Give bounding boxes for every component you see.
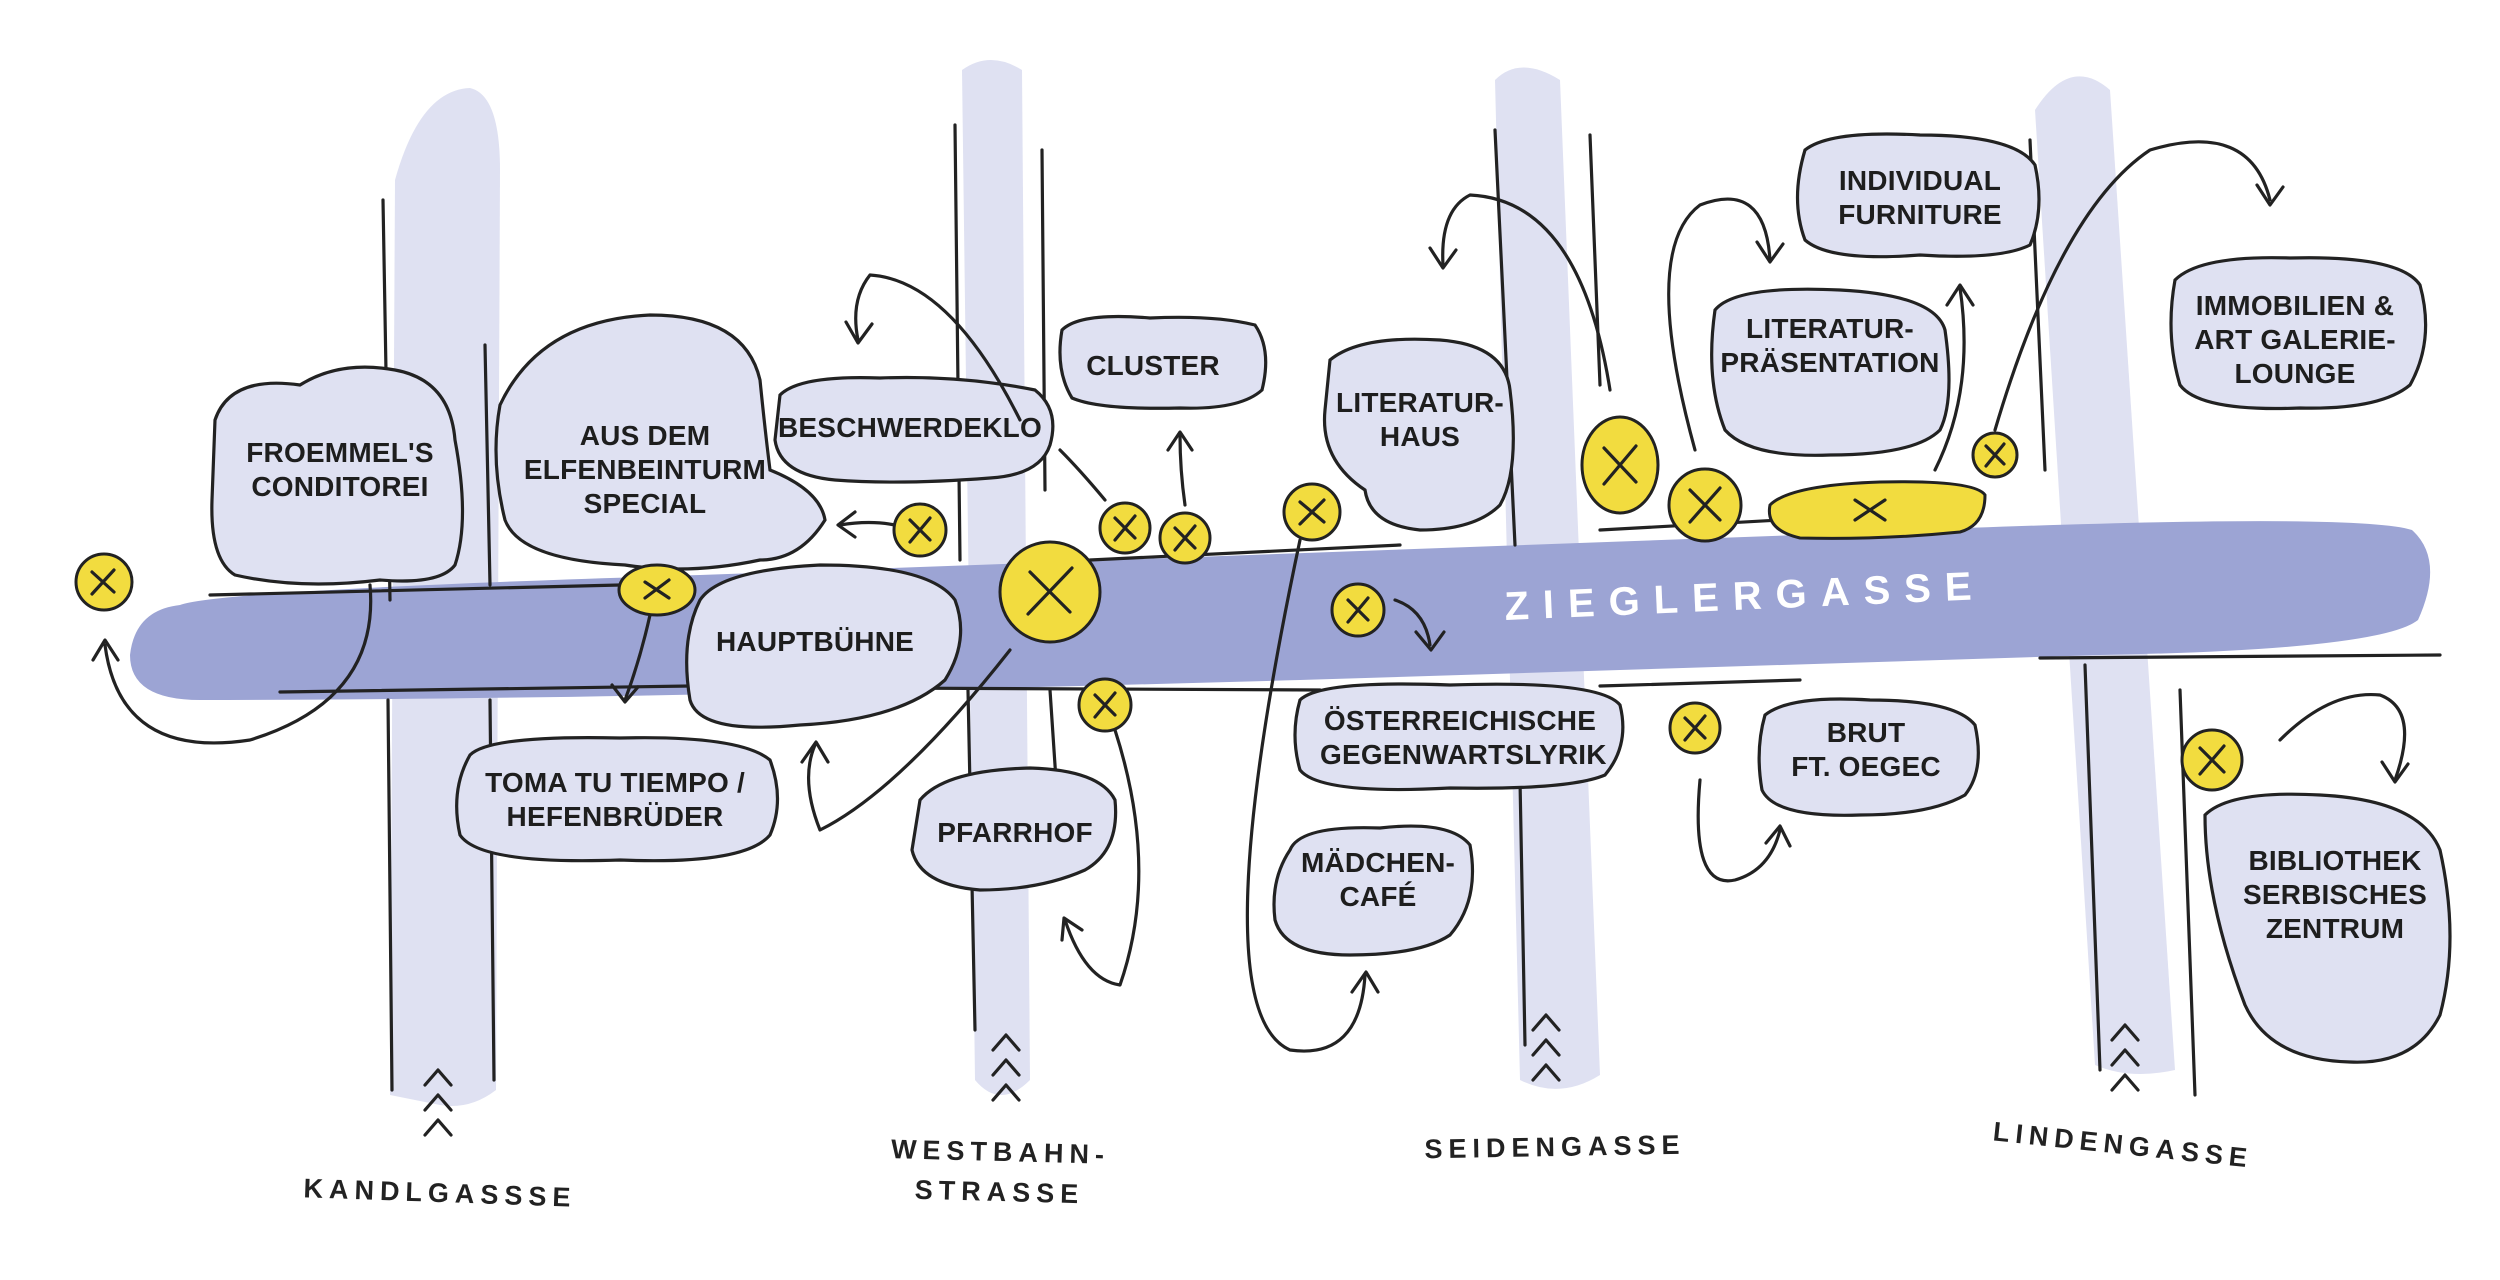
zieglergasse-bottom-line [278,684,692,694]
x-marker-icon[interactable] [998,540,1102,644]
venue-label-toma[interactable]: TOMA TU TIEMPO / HEFENBRÜDER [485,767,745,832]
arrow-head-11 [1755,240,1785,264]
arrow-marker-to-hauptbuehne [807,648,1012,832]
zieglergasse-top-line [208,583,622,597]
arrow-head-14 [1764,824,1792,848]
lindengasse-left-line-lower [2083,663,2102,1072]
zieglergasse-top-line-2 [1088,543,1402,562]
street-label-seidengasse: SEIDENGASSE [1424,1129,1686,1165]
x-marker-icon[interactable] [1098,501,1152,555]
arrow-head-2 [610,683,640,704]
kandlgasse-right-line [483,343,492,587]
elfenbeinturm-shape[interactable] [494,313,827,571]
arrow-head-9 [1350,970,1380,994]
x-marker-icon[interactable] [1971,431,2019,479]
arrow-head-8 [1414,630,1446,652]
arrow-marker-to-lyrik [1393,598,1432,647]
toma-shape[interactable] [455,736,780,863]
arrow-beschwerdeklo-loop [854,273,1022,422]
venue-label-beschwerdeklo[interactable]: BESCHWERDEKLO [778,412,1042,443]
street-label-westbahnstrasse: WESTBAHN- STRASSE [890,1134,1111,1210]
venue-label-maedchencafe[interactable]: MÄDCHEN- CAFÉ [1300,847,1456,912]
arrow-head-13 [2255,183,2285,207]
chevron-up-icon [1531,1013,1561,1082]
venue-label-bibliothek[interactable]: BIBLIOTHEK SERBISCHES ZENTRUM [2242,845,2428,944]
arrow-marker-to-pfarrhof [1063,728,1141,987]
venue-label-pfarrhof[interactable]: PFARRHOF [937,817,1093,848]
x-marker-icon[interactable] [74,552,134,612]
arrow-head-7 [1060,916,1084,942]
chevron-up-icon [423,1068,453,1137]
brut-shape[interactable] [1757,697,1980,817]
arrow-head-1 [91,638,120,662]
x-marker-icon[interactable] [1668,701,1722,755]
chevron-up-icon [991,1033,1021,1102]
arrow-froemmels-to-left [103,583,373,745]
venue-shapes [210,132,2452,1064]
arrow-marker-to-immobilien [1993,140,2272,432]
venue-label-literaturpraesentation[interactable]: LITERATUR- PRÄSENTATION [1720,313,1940,378]
venue-label-brut[interactable]: BRUT FT. OEGEC [1791,717,1941,782]
x-marker-icon[interactable] [1580,415,1660,515]
venue-label-froemmels[interactable]: FROEMMEL'S CONDITOREI [246,437,434,502]
arrow-marker-to-cluster [1178,433,1187,507]
arrow-marker-to-individual [1933,286,1966,472]
arrow-head-3 [836,510,857,539]
zieglergasse-bottom-line-4 [2038,653,2442,660]
venue-label-gegenwartslyrik[interactable]: ÖSTERREICHISCHE GEGENWARTSLYRIK [1320,705,1607,770]
direction-chevrons [423,1013,2140,1137]
arrow-head-6 [1166,430,1194,452]
maedchencafe-shape[interactable] [1272,824,1475,957]
arrow-marker-to-toma [623,613,652,702]
kandlgasse-left-line-lower [386,698,394,1092]
arrow-cluster-link [1058,448,1107,502]
x-marker-icon[interactable] [1667,467,1743,543]
venue-label-immobilien[interactable]: IMMOBILIEN & ART GALERIE- LOUNGE [2194,290,2396,389]
arrows [91,140,2410,1053]
x-marker-icon[interactable] [1158,511,1212,565]
x-marker-icon[interactable] [892,502,948,558]
markers [74,415,2244,792]
x-marker-icon[interactable] [1767,480,1987,540]
arrow-head-12 [1945,283,1975,307]
westbahn-left-line [953,123,962,562]
chevron-up-icon [2110,1023,2140,1092]
literaturhaus-shape[interactable] [1322,337,1515,532]
arrow-head-5 [844,320,874,345]
zieglergasse-bottom-line-3 [1598,678,1802,688]
venue-label-hauptbuehne[interactable]: HAUPTBÜHNE [716,626,914,657]
venue-label-individual[interactable]: INDIVIDUAL FURNITURE [1838,165,2002,230]
immobilien-shape[interactable] [2169,256,2428,411]
arrow-marker-to-maedchencafe [1245,538,1367,1053]
arrow-head-4 [800,740,830,764]
arrow-marker-to-elfenbeinturm [838,520,897,527]
individual-shape[interactable] [1795,132,2041,259]
arrow-head-10 [1428,246,1458,270]
seidengasse-left-line-lower [1518,778,1527,1047]
cluster-shape[interactable] [1058,314,1268,410]
bibliothek-shape[interactable] [2203,792,2452,1064]
seidengasse-right-line [1588,133,1602,387]
x-marker-icon[interactable] [2180,728,2244,792]
x-marker-icon[interactable] [617,563,697,617]
venue-label-elfenbeinturm[interactable]: AUS DEM ELFENBEINTURM SPECIAL [523,420,767,519]
venue-label-cluster[interactable]: CLUSTER [1086,350,1220,381]
x-marker-icon[interactable] [1077,677,1133,733]
beschwerdeklo-shape[interactable] [773,375,1055,484]
x-marker-icon[interactable] [1330,582,1386,638]
arrow-marker-to-literaturpraesentation [1667,197,1772,452]
x-marker-icon[interactable] [1282,482,1342,542]
venue-label-literaturhaus[interactable]: LITERATUR- HAUS [1336,387,1504,452]
gegenwartslyrik-shape[interactable] [1293,682,1625,792]
arrow-marker-to-bibliothek [2278,692,2407,782]
hauptbuehne-shape[interactable] [685,563,963,729]
arrow-head-15 [2380,760,2410,784]
froemmels-shape[interactable] [210,365,465,586]
literaturpraesentation-shape[interactable] [1710,287,1951,457]
arrow-marker-to-brut [1696,778,1782,883]
arrow-marker-to-literaturhaus [1441,193,1612,392]
westbahn-right-line-lower [1048,688,1058,782]
pfarrhof-shape[interactable] [910,766,1118,892]
